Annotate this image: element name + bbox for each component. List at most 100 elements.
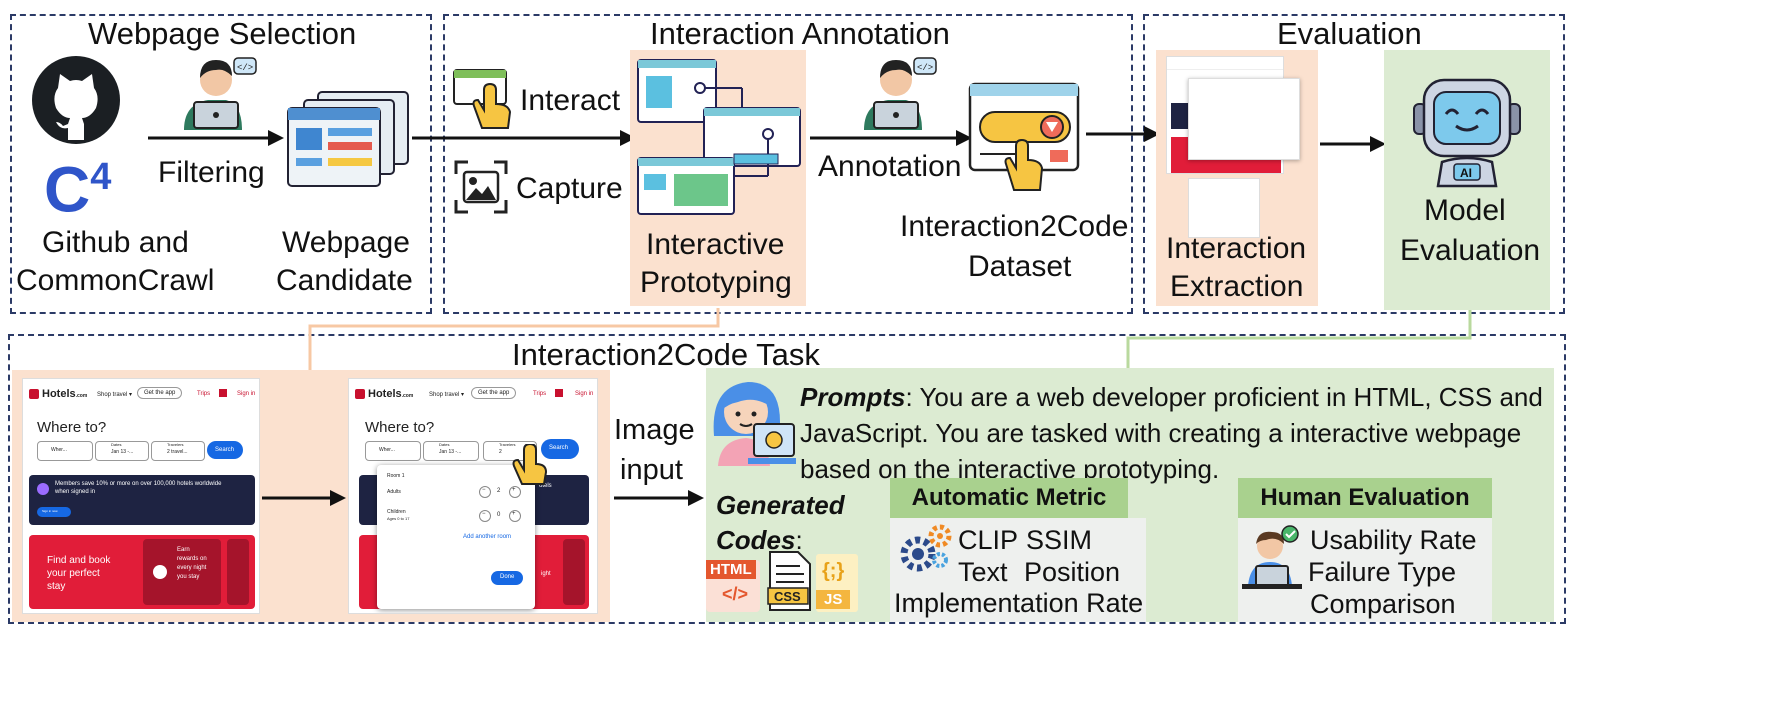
evaluator-icon	[1242, 525, 1302, 589]
adults-plus-glyph: +	[512, 487, 516, 493]
hotels-brand-name-2: Hotels	[368, 388, 402, 400]
get-app-button[interactable]: Get the app	[137, 387, 183, 399]
sign-in-now-button[interactable]	[37, 507, 71, 517]
capture-icon	[454, 160, 508, 214]
arrow-to-prototyping	[412, 130, 636, 146]
css-file-icon	[767, 551, 811, 611]
html-file-label: HTML	[706, 560, 756, 579]
find-book-text-1: Find and book	[47, 555, 111, 566]
children-plus-button[interactable]	[509, 510, 521, 522]
evaluation-box	[1143, 14, 1565, 314]
done-button-label: Done	[500, 574, 515, 580]
arrow-between-screenshots	[262, 490, 346, 506]
candidate-label-2: Candidate	[276, 264, 413, 297]
evaluation-title: Evaluation	[1277, 16, 1422, 51]
hotels-logo-box-2	[355, 389, 365, 399]
source-label-commoncrawl: CommonCrawl	[16, 264, 215, 297]
search-button-label-2: Search	[549, 445, 569, 451]
trips-link[interactable]: Trips	[197, 391, 211, 397]
destination-input-2[interactable]	[365, 441, 421, 461]
rewards-text-2: rewards on	[177, 556, 207, 562]
destination-placeholder-2: Wher...	[379, 447, 395, 453]
metric-text: Text	[958, 557, 1008, 587]
member-text: Members save 10% or more on over 100,000…	[55, 481, 222, 495]
model-label-1: Model	[1424, 194, 1506, 227]
signin-link[interactable]: Sign in	[237, 391, 256, 397]
interaction-annotation-box	[443, 14, 1133, 314]
robot-ai-badge: AI	[1460, 166, 1472, 180]
children-ages: Ages 0 to 17	[387, 516, 410, 521]
arrow-image-input	[614, 490, 704, 506]
add-room-link[interactable]: Add another room	[463, 534, 512, 540]
github-icon	[32, 56, 120, 144]
human-usability-rate: Usability Rate	[1310, 525, 1477, 555]
webpage-selection-title: Webpage Selection	[88, 16, 357, 51]
where-to-heading: Where to?	[37, 419, 107, 436]
adults-plus-button[interactable]	[509, 486, 521, 498]
adults-count: 2	[497, 488, 501, 494]
travelers-label-2: Travelers	[499, 442, 516, 447]
adults-minus-button[interactable]	[479, 486, 491, 498]
sign-in-now-label: Sign in now	[42, 509, 58, 513]
arrow-to-model	[1320, 136, 1386, 152]
destination-input[interactable]	[37, 441, 93, 461]
hotels-brand-suffix-2: .com	[401, 393, 414, 399]
webpage-selection-box	[10, 14, 432, 314]
dataset-icon	[968, 82, 1080, 191]
children-minus-button[interactable]	[479, 510, 491, 522]
hotels-brand-suffix: .com	[75, 393, 88, 399]
travelers-input[interactable]	[151, 441, 205, 461]
prototyping-label-1: Interactive	[646, 228, 785, 261]
travelers-popup	[377, 465, 535, 609]
model-label-2: Evaluation	[1400, 234, 1541, 267]
task-title: Interaction2Code Task	[512, 337, 820, 372]
room-label: Room 1	[387, 473, 405, 479]
signin-link-2[interactable]: Sign in	[575, 391, 594, 397]
prompt-text: Prompts: You are a web developer profici…	[800, 380, 1552, 488]
rewards-text-1: Earn	[177, 547, 190, 553]
done-button[interactable]	[491, 571, 523, 585]
gears-icon	[900, 524, 952, 572]
capture-label: Capture	[516, 172, 623, 205]
extraction-label-1: Interaction	[1166, 232, 1307, 265]
generated-codes-line2: Codes:	[716, 523, 845, 558]
rewards-text-4: you stay	[177, 574, 200, 580]
rewards-text-3: every night	[177, 565, 207, 571]
interact-label: Interact	[520, 84, 621, 117]
hotels-brand-name: Hotels	[42, 388, 76, 400]
hotels-logo-box	[29, 389, 39, 399]
inbox-icon-2[interactable]	[555, 389, 563, 397]
destination-placeholder: Wher...	[51, 447, 67, 453]
annotation-label: Annotation	[818, 150, 962, 183]
extraction-shot1-header	[1167, 57, 1283, 70]
css-file-label: CSS	[774, 589, 801, 604]
generated-codes-line1: Generated	[716, 490, 845, 520]
inbox-icon[interactable]	[219, 389, 227, 397]
annotator-icon: </>	[864, 57, 937, 130]
interaction-annotation-title: Interaction Annotation	[650, 16, 950, 51]
dates-input[interactable]	[95, 441, 149, 461]
search-button-label: Search	[215, 447, 235, 453]
dates-input-2[interactable]	[423, 441, 479, 461]
get-app-button-2[interactable]: Get the app	[471, 387, 517, 399]
shop-travel-link-2[interactable]: Shop travel ▾	[429, 392, 465, 398]
search-button[interactable]	[207, 441, 243, 459]
prompt-label: Prompts	[800, 382, 906, 412]
arrow-to-extraction	[1086, 126, 1160, 142]
extraction-screenshot-2	[1188, 78, 1300, 160]
search-button-2[interactable]	[541, 439, 579, 459]
children-minus-glyph: −	[482, 511, 486, 517]
metric-clip: CLIP	[958, 525, 1019, 555]
html-file-symbol: </>	[722, 584, 749, 604]
interaction2code-task-box	[8, 334, 1566, 624]
find-book-text-3: stay	[47, 581, 66, 592]
arrow-annotation	[810, 130, 972, 146]
hotels-screenshot-2: Hotels.com Shop travel ▾ Get the app Tri…	[348, 378, 598, 614]
shop-travel-link[interactable]: Shop travel ▾	[97, 392, 133, 398]
trips-link-2[interactable]: Trips	[533, 391, 547, 397]
image-input-label-2: input	[620, 454, 683, 486]
member-text-fragment: otels	[539, 483, 552, 489]
hotels-brand: Hotels.com	[42, 388, 87, 400]
generated-codes-word: Codes	[716, 525, 796, 556]
